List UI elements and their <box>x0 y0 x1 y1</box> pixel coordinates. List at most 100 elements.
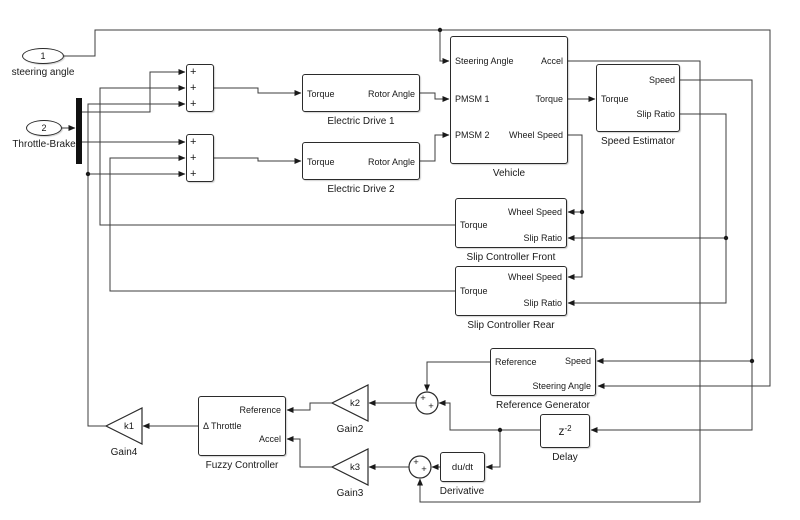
gain-k3[interactable]: k3 <box>330 448 369 486</box>
port-label-accel: Accel <box>258 434 281 444</box>
wire-speed-to-delay <box>590 79 753 433</box>
block-delay[interactable]: z-2 <box>540 414 590 448</box>
port-label-torque: Torque <box>535 94 563 104</box>
port-label-torque: Torque <box>601 94 629 104</box>
port-label-reference: Reference <box>239 405 281 415</box>
block-caption-gain3: Gain3 <box>336 488 364 499</box>
wire-junction <box>437 27 443 33</box>
plus-sign: + <box>190 152 197 164</box>
port-label-wheel-speed: Wheel Speed <box>508 130 563 140</box>
block-caption-electric-drive-2: Electric Drive 2 <box>327 184 395 195</box>
sum-block-rear[interactable]: + + + <box>186 134 214 182</box>
block-caption-speed-estimator: Speed Estimator <box>601 136 675 147</box>
wire-sum-front-to-drive1 <box>214 87 302 96</box>
port-label-torque: Torque <box>307 89 335 99</box>
block-caption-slip-controller-rear: Slip Controller Rear <box>467 320 555 331</box>
port-label-rotor-angle: Rotor Angle <box>367 89 415 99</box>
port-label-speed: Speed <box>648 75 675 85</box>
delay-expression-base: z <box>558 424 565 438</box>
port-label-delta-throttle: Δ Throttle <box>203 421 242 431</box>
port-label-torque: Torque <box>307 157 335 167</box>
block-caption-delay: Delay <box>552 452 578 463</box>
port-label-steering-angle: Steering Angle <box>455 56 514 66</box>
block-caption-fuzzy-controller: Fuzzy Controller <box>205 460 279 471</box>
plus-sign: + <box>428 401 434 412</box>
wire-junction <box>579 209 585 215</box>
plus-sign: + <box>421 464 427 475</box>
block-speed-estimator[interactable]: Torque Speed Slip Ratio <box>596 64 680 132</box>
wire-slip-front-torque-feedback <box>99 85 455 226</box>
wire-drive2-to-pmsm2 <box>420 132 450 162</box>
gain-k2[interactable]: k2 <box>330 384 369 422</box>
block-vehicle[interactable]: Steering Angle PMSM 1 PMSM 2 Accel Torqu… <box>450 36 568 164</box>
wire-sum-rear-to-drive2 <box>214 157 302 164</box>
block-caption-gain4: Gain4 <box>110 447 138 458</box>
wire-delay-to-derivative <box>485 430 501 470</box>
wire-junction <box>497 427 503 433</box>
wire-slipratio-to-slip-rear <box>567 238 727 306</box>
plus-sign: + <box>190 66 197 78</box>
inport-steering-angle[interactable]: 1 <box>22 48 64 64</box>
plus-sign: + <box>190 168 197 180</box>
block-fuzzy-controller[interactable]: Reference Accel Δ Throttle <box>198 396 286 456</box>
sum-circle-reference[interactable]: + + <box>415 391 439 415</box>
wire-slip-rear-torque-feedback <box>109 155 455 292</box>
inport-number: 1 <box>40 51 46 61</box>
inport-throttle-brake[interactable]: 2 <box>26 120 62 136</box>
port-label-speed: Speed <box>564 356 591 366</box>
block-derivative[interactable]: du/dt <box>440 452 485 482</box>
port-label-slip-ratio: Slip Ratio <box>636 109 675 119</box>
port-label-wheel-speed: Wheel Speed <box>507 272 562 282</box>
block-caption-slip-controller-front: Slip Controller Front <box>466 252 556 263</box>
port-label-rotor-angle: Rotor Angle <box>367 157 415 167</box>
plus-sign: + <box>190 98 197 110</box>
gain-value: k3 <box>350 462 360 473</box>
gain-value: k1 <box>124 421 134 432</box>
plus-sign: + <box>190 82 197 94</box>
wire-wheelspeed-to-slip-front <box>567 134 583 215</box>
wire-wheelspeed-to-slip-rear <box>567 212 583 280</box>
port-label-accel: Accel <box>540 56 563 66</box>
port-label-wheel-speed: Wheel Speed <box>507 207 562 217</box>
inport-steering-label: steering angle <box>11 67 75 78</box>
plus-sign: + <box>420 393 426 404</box>
demux-bar[interactable] <box>76 98 82 164</box>
block-slip-controller-front[interactable]: Torque Wheel Speed Slip Ratio <box>455 198 567 248</box>
wire-drive1-to-pmsm1 <box>420 92 450 102</box>
port-label-reference: Reference <box>495 357 537 367</box>
block-slip-controller-rear[interactable]: Torque Wheel Speed Slip Ratio <box>455 266 567 316</box>
wire-gain2-to-fuzzy-reference <box>286 402 332 413</box>
block-caption-vehicle: Vehicle <box>492 168 526 179</box>
sum-block-front[interactable]: + + + <box>186 64 214 112</box>
plus-sign: + <box>190 136 197 148</box>
block-caption-gain2: Gain2 <box>336 424 364 435</box>
block-electric-drive-2[interactable]: Torque Rotor Angle <box>302 142 420 180</box>
gain-k1[interactable]: k1 <box>104 407 143 445</box>
wire-gain3-to-fuzzy-accel <box>286 436 332 468</box>
port-label-torque: Torque <box>460 220 488 230</box>
port-label-pmsm1: PMSM 1 <box>455 94 490 104</box>
port-label-pmsm2: PMSM 2 <box>455 130 490 140</box>
derivative-expression: du/dt <box>451 461 474 473</box>
gain-value: k2 <box>350 398 360 409</box>
wire-gain1-to-sum-front <box>87 101 186 427</box>
sum-circle-accel[interactable]: + + <box>408 455 432 479</box>
wire-accel-to-sum <box>417 60 701 503</box>
port-label-slip-ratio: Slip Ratio <box>523 233 562 243</box>
wire-slipratio-to-slip-front <box>567 113 727 241</box>
plus-sign: + <box>413 457 419 468</box>
block-electric-drive-1[interactable]: Torque Rotor Angle <box>302 74 420 112</box>
port-label-slip-ratio: Slip Ratio <box>523 298 562 308</box>
wire-junction <box>723 235 729 241</box>
port-label-steering-angle: Steering Angle <box>532 381 591 391</box>
wire-reference-to-sum <box>424 361 490 392</box>
block-reference-generator[interactable]: Reference Speed Steering Angle <box>490 348 596 396</box>
wire-junction <box>85 171 91 177</box>
wire-delay-to-sum <box>438 400 540 431</box>
block-caption-electric-drive-1: Electric Drive 1 <box>327 116 395 127</box>
wire-junction <box>749 358 755 364</box>
inport-number: 2 <box>41 123 47 133</box>
block-caption-reference-generator: Reference Generator <box>496 400 590 411</box>
